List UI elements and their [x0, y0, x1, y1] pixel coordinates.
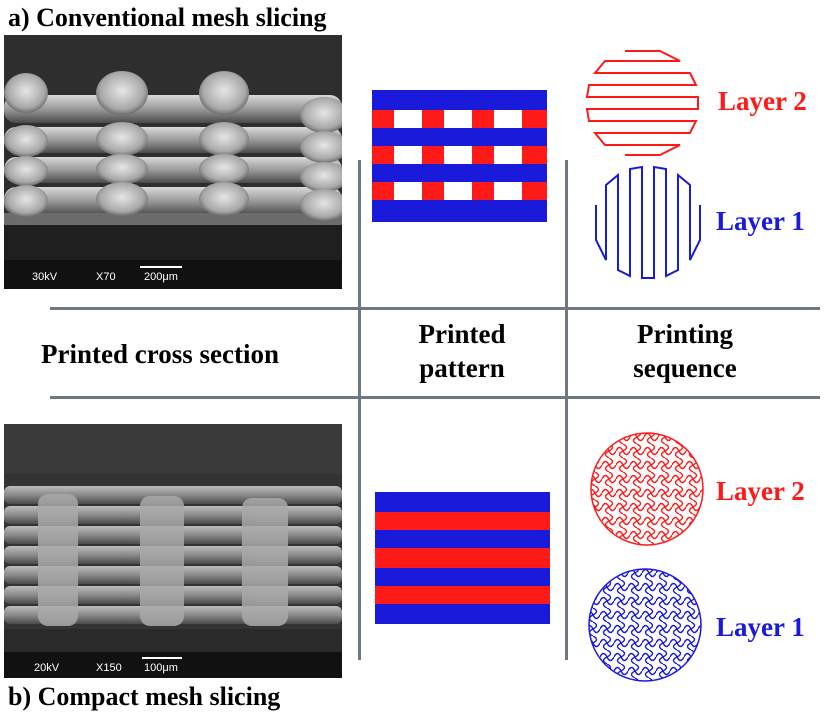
- sequence-a-layer1-circle: [595, 165, 701, 279]
- sequence-b-layer1-circle: [588, 568, 702, 682]
- sem-image-conventional: 30kV X70 200μm: [4, 35, 342, 289]
- layer1-mesh-outline: [588, 568, 702, 682]
- sem-image-a-drawing: [4, 35, 342, 289]
- grid-horizontal-top: [50, 307, 820, 310]
- layer-2-label-b: Layer 2: [716, 476, 805, 506]
- pattern-a-red-columns: [372, 110, 547, 200]
- header-printing-sequence: Printing sequence: [580, 318, 790, 386]
- sem-image-compact: 20kV X150 100μm: [4, 424, 342, 678]
- grid-horizontal-bottom: [50, 396, 820, 399]
- layer1-vertical-raster: [595, 165, 701, 279]
- sem-a-cross-sections: [4, 71, 342, 221]
- sem-a-scale: 200μm: [144, 271, 178, 283]
- sem-image-b-drawing: [4, 424, 342, 678]
- layer2-horizontal-raster: [585, 50, 699, 156]
- layer1-mesh-fill: [589, 569, 701, 681]
- header-pattern-line2: pattern: [419, 352, 505, 383]
- printed-pattern-compact: [375, 492, 550, 624]
- sequence-a-layer2-circle: [585, 50, 699, 156]
- pattern-a-blue-bars: [372, 90, 547, 222]
- layer-2-label-a: Layer 2: [718, 86, 807, 116]
- printed-pattern-conventional: [372, 90, 547, 222]
- layer2-mesh-fill: [591, 433, 703, 545]
- sem-a-voltage: 30kV: [32, 271, 58, 283]
- sem-b-voltage: 20kV: [34, 662, 60, 674]
- sem-a-magnification: X70: [96, 271, 116, 283]
- header-sequence-line2: sequence: [633, 352, 737, 383]
- layer-1-label-a: Layer 1: [716, 206, 805, 236]
- grid-vertical-left: [358, 160, 361, 660]
- sem-a-layers: [4, 95, 342, 225]
- panel-b-title: b) Compact mesh slicing: [8, 682, 281, 711]
- header-printed-pattern: Printed pattern: [362, 318, 562, 386]
- grid-vertical-right: [565, 160, 568, 660]
- header-sequence-line1: Printing: [636, 319, 733, 349]
- sem-b-cross-sections: [38, 494, 288, 626]
- layer2-mesh-outline: [590, 432, 704, 546]
- pattern-a-checker-rows: [372, 110, 547, 200]
- sem-b-scale: 100μm: [144, 662, 178, 674]
- header-pattern-line1: Printed: [418, 319, 506, 349]
- pattern-b-stripes: [375, 492, 550, 624]
- sequence-b-layer2-circle: [590, 432, 704, 546]
- header-printed-cross-section: Printed cross section: [41, 339, 279, 369]
- panel-a-title: a) Conventional mesh slicing: [8, 3, 327, 32]
- layer-1-label-b: Layer 1: [716, 612, 805, 642]
- sem-b-magnification: X150: [96, 662, 122, 674]
